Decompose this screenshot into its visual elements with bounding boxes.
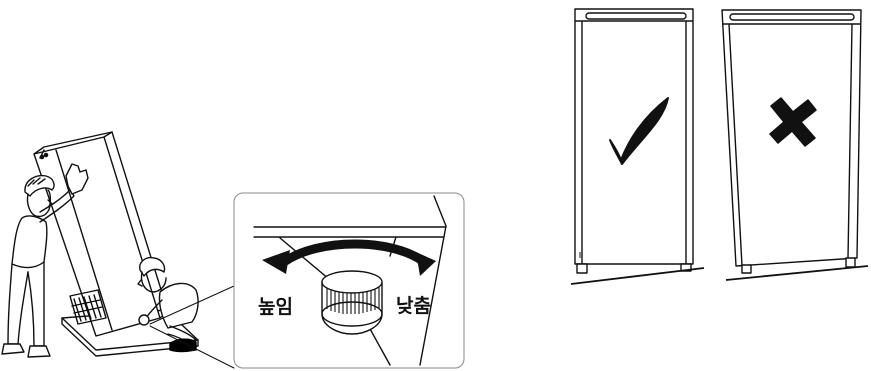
lower-label: 낮춤 — [396, 295, 431, 317]
raise-label: 높임 — [258, 296, 293, 318]
tilted-fridge — [33, 131, 169, 337]
leveling-foot-inset: 높임 낮춤 — [233, 192, 465, 369]
standing-person — [1, 163, 89, 358]
leveling-knob — [321, 270, 383, 335]
rotation-direction-arrow — [262, 239, 436, 276]
people-tilting-fridge-illustration — [1, 131, 235, 369]
correct-level-fridge — [570, 8, 705, 285]
crouching-person — [137, 256, 199, 353]
cross-mark-icon — [769, 97, 817, 147]
check-mark-icon — [609, 97, 669, 165]
incorrect-tilted-fridge — [721, 9, 869, 281]
rear-vent-grille — [69, 289, 107, 325]
